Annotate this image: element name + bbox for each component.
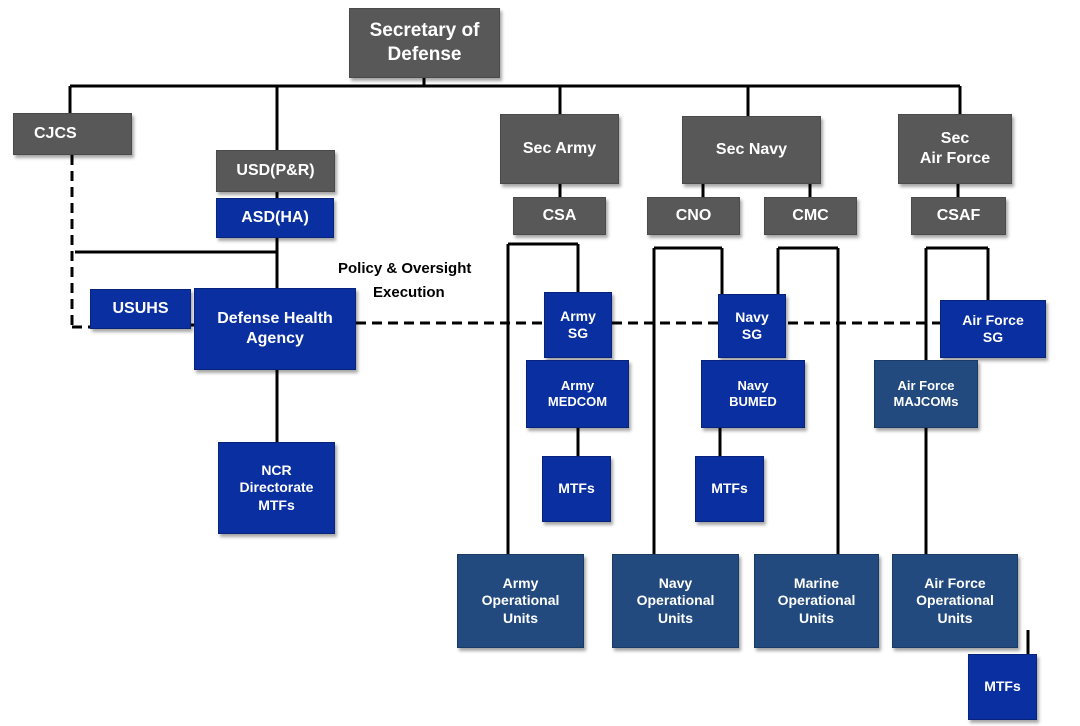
air-force-mtfs-box: MTFs — [968, 654, 1037, 720]
solid-connectors — [68, 78, 1030, 654]
defense-health-agency-box: Defense Health Agency — [194, 288, 356, 370]
sec-navy-box: Sec Navy — [682, 116, 821, 184]
air-force-operational-units-box: Air Force Operational Units — [892, 554, 1018, 648]
navy-sg-box: Navy SG — [718, 294, 786, 358]
air-force-majcoms-box: Air Force MAJCOMs — [874, 360, 978, 428]
cmc-box: CMC — [764, 197, 857, 235]
army-sg-box: Army SG — [544, 292, 612, 358]
cjcs-box: CJCS — [13, 113, 132, 155]
execution-label: Execution — [373, 284, 445, 301]
ncr-directorate-mtfs-box: NCR Directorate MTFs — [218, 442, 335, 534]
air-force-sg-box: Air Force SG — [940, 300, 1046, 358]
usuhs-box: USUHS — [90, 289, 191, 329]
asd-ha-box: ASD(HA) — [216, 198, 334, 238]
sec-air-force-box: Sec Air Force — [898, 114, 1012, 184]
navy-mtfs-box: MTFs — [695, 456, 764, 522]
csa-box: CSA — [513, 197, 606, 235]
cno-box: CNO — [647, 197, 740, 235]
army-operational-units-box: Army Operational Units — [457, 554, 584, 648]
usd-pr-box: USD(P&R) — [216, 150, 335, 192]
army-medcom-box: Army MEDCOM — [526, 360, 629, 428]
csaf-box: CSAF — [911, 197, 1006, 235]
marine-operational-units-box: Marine Operational Units — [754, 554, 879, 648]
navy-operational-units-box: Navy Operational Units — [612, 554, 739, 648]
army-mtfs-box: MTFs — [542, 456, 611, 522]
sec-army-box: Sec Army — [500, 114, 619, 184]
navy-bumed-box: Navy BUMED — [701, 360, 805, 428]
secretary-of-defense-box: Secretary of Defense — [349, 8, 500, 78]
policy-oversight-label: Policy & Oversight — [338, 260, 472, 277]
